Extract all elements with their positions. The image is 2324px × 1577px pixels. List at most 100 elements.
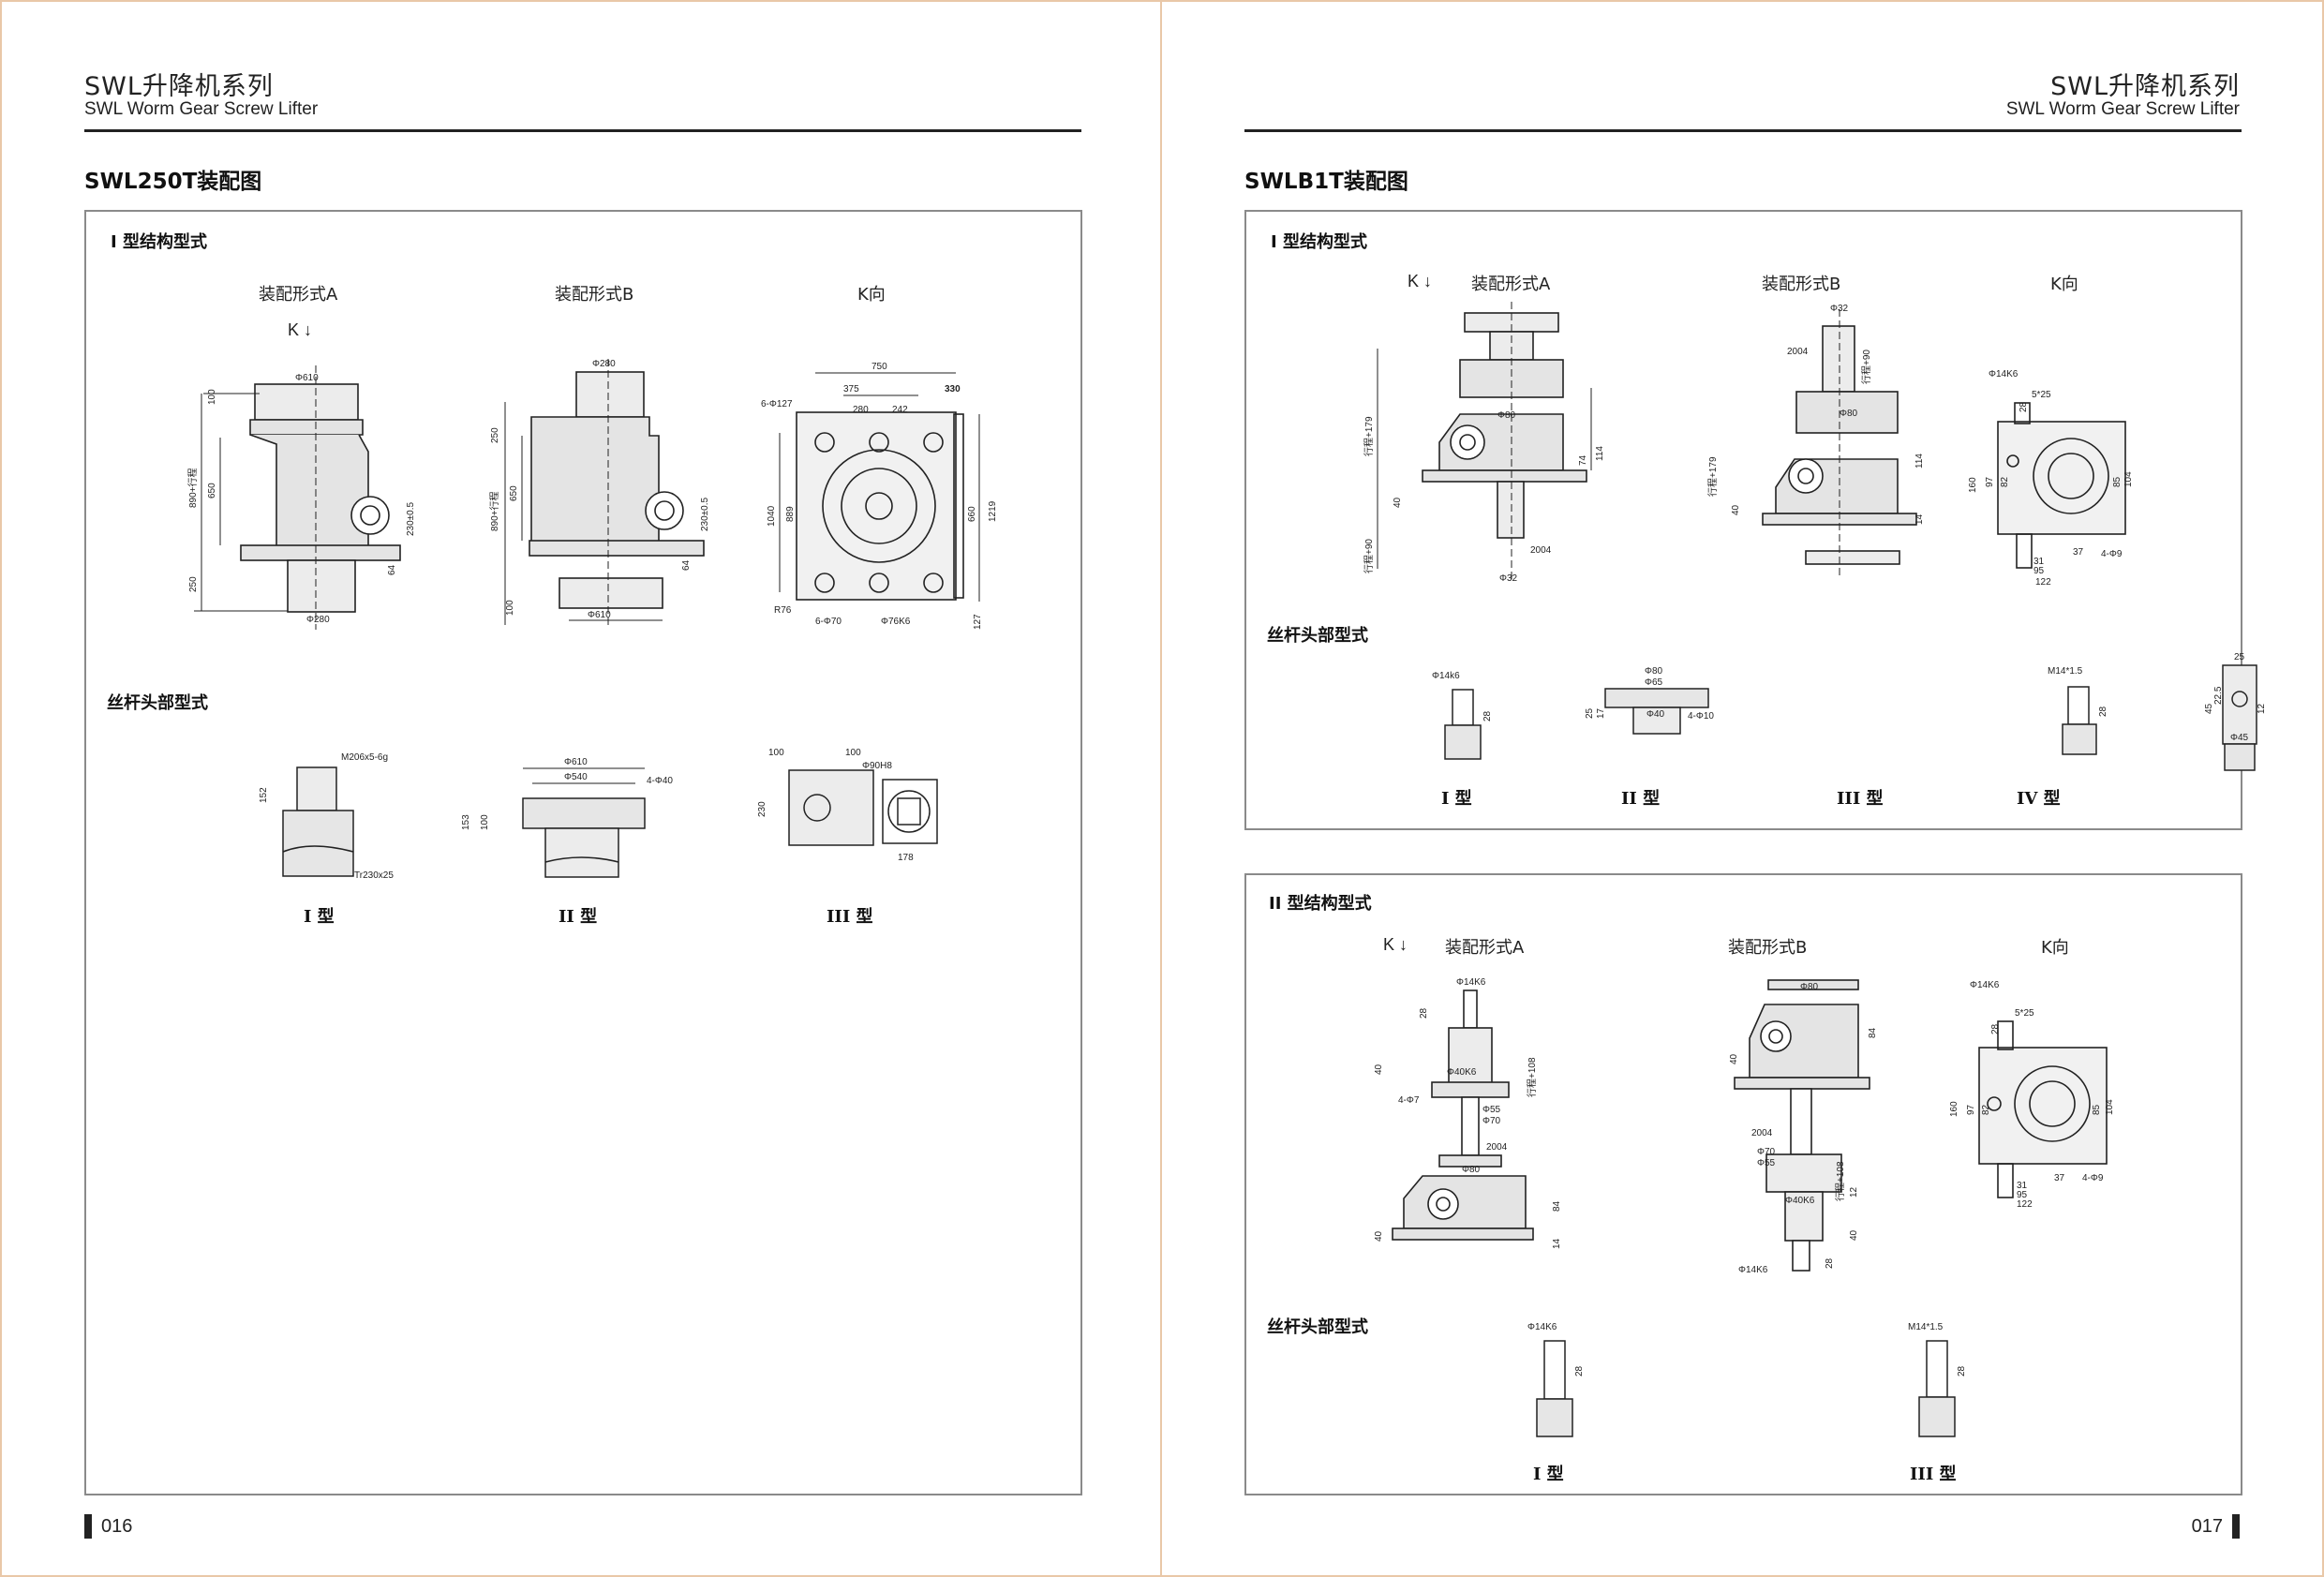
svg-text:100: 100: [845, 748, 861, 758]
svg-text:28: 28: [1990, 1023, 2001, 1034]
svg-text:242: 242: [892, 405, 908, 415]
view-a-label-1: 装配形式A: [1471, 275, 1551, 294]
svg-text:4-Φ7: 4-Φ7: [1398, 1095, 1420, 1106]
svg-text:153: 153: [461, 814, 471, 830]
spine: [1160, 0, 1162, 1577]
svg-text:152: 152: [259, 787, 269, 803]
k-marker-text: K: [1408, 272, 1420, 290]
svg-text:114: 114: [1595, 446, 1605, 461]
svg-text:2004: 2004: [1486, 1142, 1508, 1153]
svg-text:行程+90: 行程+90: [1860, 350, 1872, 384]
svg-text:280: 280: [853, 405, 869, 415]
svg-text:Φ14K6: Φ14K6: [1738, 1265, 1768, 1275]
svg-text:Φ65: Φ65: [1645, 677, 1663, 688]
svg-text:160: 160: [1968, 477, 1978, 493]
screw-end-title: 丝杆头部型式: [107, 693, 208, 713]
svg-text:45: 45: [2204, 703, 2214, 714]
k-marker-text: K: [1383, 935, 1395, 954]
svg-text:Φ40K6: Φ40K6: [1447, 1067, 1477, 1078]
svg-text:14: 14: [1914, 513, 1925, 525]
svg-text:Φ280: Φ280: [306, 615, 330, 625]
svg-text:1040: 1040: [767, 505, 777, 527]
svg-text:250: 250: [490, 427, 500, 443]
svg-text:84: 84: [1868, 1027, 1878, 1038]
header-title-en: SWL Worm Gear Screw Lifter: [84, 99, 319, 119]
screw-end-2-title: 丝杆头部型式: [1267, 1317, 1368, 1337]
svg-text:650: 650: [509, 485, 519, 501]
screw-end-1-title: 丝杆头部型式: [1267, 626, 1368, 646]
svg-text:25: 25: [1585, 707, 1595, 719]
svg-text:40: 40: [1849, 1229, 1859, 1241]
svg-text:Φ80: Φ80: [1462, 1165, 1481, 1175]
svg-text:40: 40: [1729, 1053, 1739, 1064]
svg-text:R76: R76: [774, 605, 792, 616]
svg-text:25: 25: [2234, 652, 2245, 662]
header-title-cn: SWL升降机系列: [2050, 72, 2240, 101]
svg-text:122: 122: [2017, 1199, 2033, 1210]
left-page: SWL升降机系列 SWL Worm Gear Screw Lifter SWL2…: [0, 0, 1162, 1577]
svg-text:250: 250: [188, 576, 199, 592]
svg-text:230±0.5: 230±0.5: [406, 501, 416, 536]
page-number-text: 017: [2191, 1515, 2223, 1537]
svg-text:28: 28: [2019, 401, 2029, 412]
svg-text:40: 40: [1374, 1064, 1384, 1075]
view-a-label-2: 装配形式A: [1445, 938, 1525, 958]
svg-text:31: 31: [2017, 1181, 2028, 1191]
svg-text:Φ40: Φ40: [1646, 709, 1665, 720]
svg-text:4-Φ40: 4-Φ40: [647, 776, 673, 786]
svg-text:100: 100: [768, 748, 784, 758]
svg-text:M206x5-6g: M206x5-6g: [341, 752, 388, 763]
screw-end-type3-label: III 型: [827, 907, 873, 927]
svg-text:行程+179: 行程+179: [1706, 456, 1719, 497]
svg-text:Φ14K6: Φ14K6: [1970, 980, 2000, 990]
svg-text:M14*1.5: M14*1.5: [2048, 666, 2083, 677]
page-number-right: 017: [2192, 1514, 2240, 1539]
svg-text:28: 28: [1574, 1365, 1585, 1376]
svg-text:Φ14K6: Φ14K6: [1456, 977, 1486, 988]
svg-text:890+行程: 890+行程: [488, 491, 500, 531]
page-number-text: 016: [101, 1515, 133, 1537]
svg-text:375: 375: [843, 384, 859, 394]
view-b-label-2: 装配形式B: [1728, 938, 1808, 958]
svg-text:2004: 2004: [1751, 1128, 1773, 1138]
svg-text:64: 64: [681, 559, 692, 571]
svg-text:31: 31: [2034, 557, 2045, 567]
svg-text:行程+90: 行程+90: [1363, 539, 1375, 573]
svg-text:5*25: 5*25: [2032, 390, 2051, 400]
view-b-label: 装配形式B: [555, 285, 634, 305]
svg-text:Φ76K6: Φ76K6: [881, 617, 911, 627]
svg-text:6-Φ70: 6-Φ70: [815, 617, 842, 627]
structure-title: I 型结构型式: [111, 232, 207, 252]
svg-text:82: 82: [1981, 1104, 1991, 1115]
view-a-label: 装配形式A: [259, 285, 338, 305]
screw-end-type2-label: II 型: [559, 907, 598, 927]
svg-text:82: 82: [2000, 476, 2010, 487]
svg-text:5*25: 5*25: [2015, 1008, 2034, 1019]
svg-text:6-Φ127: 6-Φ127: [761, 399, 793, 409]
svg-text:Φ14k6: Φ14k6: [1432, 671, 1460, 681]
screw-end-1-type1-label: I 型: [1441, 789, 1472, 809]
svg-text:Φ40K6: Φ40K6: [1785, 1196, 1815, 1206]
screw-end-type1-label: I 型: [304, 907, 335, 927]
drawing-frame: [84, 210, 1082, 1495]
screw-end-2-type1-label: I 型: [1533, 1465, 1564, 1484]
svg-text:100: 100: [505, 600, 515, 616]
svg-text:650: 650: [207, 483, 217, 498]
svg-text:17: 17: [1596, 707, 1606, 719]
svg-text:行程+179: 行程+179: [1363, 416, 1375, 456]
svg-text:Φ80: Φ80: [1840, 409, 1858, 419]
section-title: SWLB1T装配图: [1244, 170, 1408, 194]
svg-text:4-Φ10: 4-Φ10: [1688, 711, 1714, 722]
view-k-label-1: K向: [2050, 275, 2078, 294]
svg-text:85: 85: [2112, 476, 2123, 487]
svg-text:95: 95: [2034, 566, 2045, 576]
